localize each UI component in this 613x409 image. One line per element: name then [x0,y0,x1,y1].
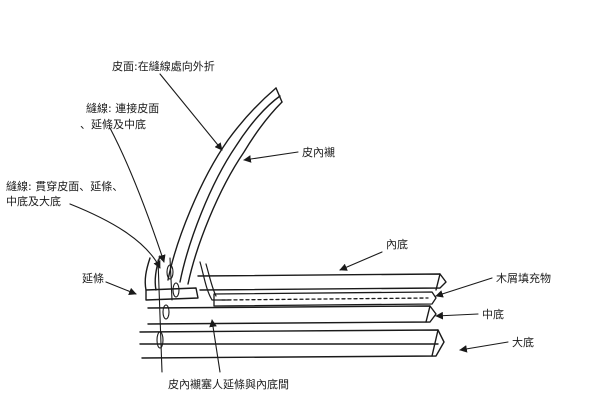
label-lining-tuck: 皮內襯塞人延條與內底間 [168,377,289,391]
leather-lining [199,261,229,301]
label-midsole: 中底 [482,307,504,321]
label-upper: 皮面:在縫線處向外折 [112,59,215,73]
label-welt-stitch-line1: 縫線: 連接皮面 [86,101,159,115]
label-outsole: 大底 [512,335,534,349]
label-welt-stitch-line2: 、延條及中底 [80,117,146,131]
upper-leather [167,87,283,285]
label-lining: 皮內襯 [302,145,335,159]
stitch-marks [156,257,180,373]
cork-filler-layer [213,291,437,307]
label-cork-filler: 木屑填充物 [496,271,551,285]
outsole-layer [139,329,445,359]
label-sole-stitch-line2: 中底及大底 [6,194,61,208]
label-welt: 延條 [82,271,104,285]
label-sole-stitch-line1: 縫線: 貫穿皮面、延條、 [6,179,123,193]
midsole-layer [147,305,437,325]
label-insole: 內底 [386,237,408,251]
leader-lines [69,73,509,373]
insole-layer [197,273,447,291]
